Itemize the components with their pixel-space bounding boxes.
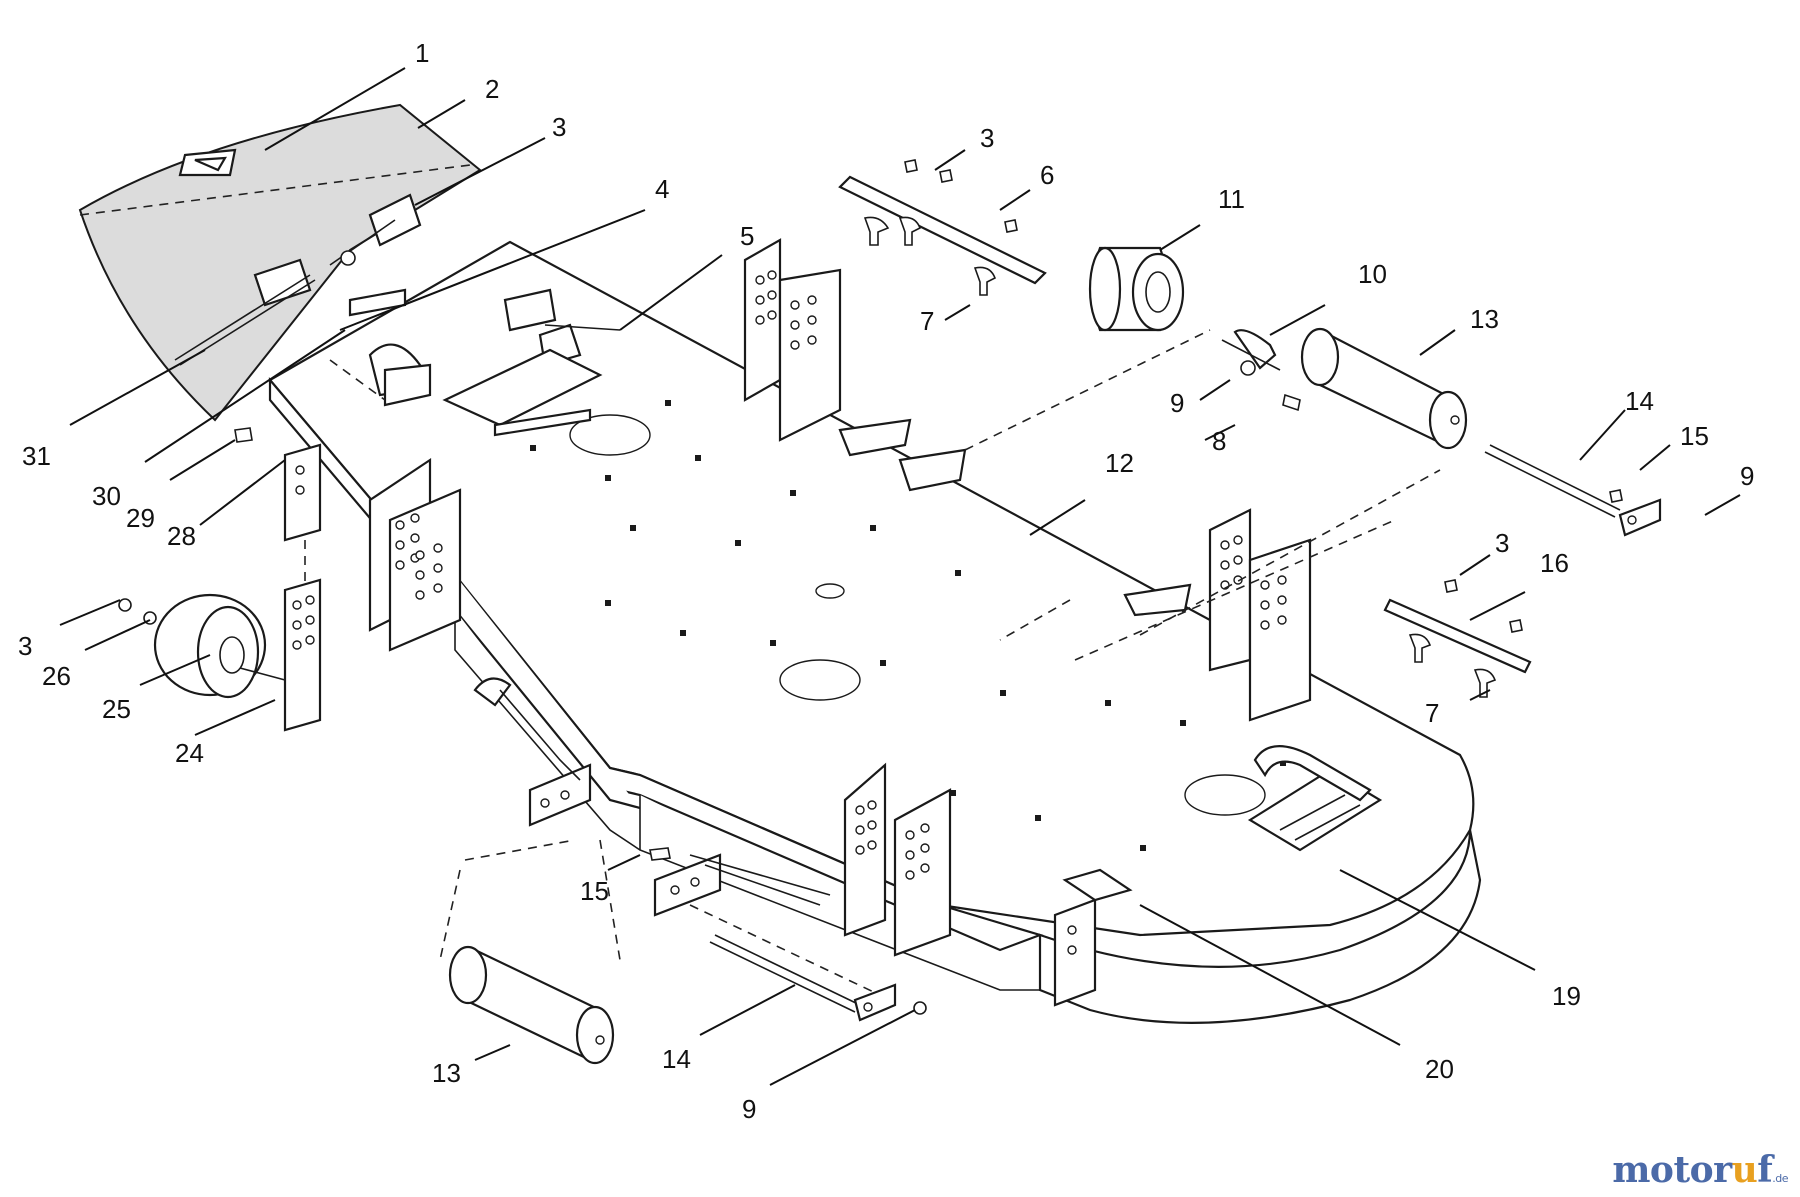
callout-leaders [59,67,1741,1086]
height-bracket-front-right [843,762,952,957]
axle-14-upper [1484,444,1662,537]
callout-2: 2 [485,74,499,104]
front-mount-brackets [528,763,1097,1007]
watermark-part2: u [1731,1149,1758,1191]
roller-11 [1088,246,1185,332]
callout-labels: 1 2 3 4 5 3 6 11 10 13 14 15 9 3 16 7 9 … [18,38,1754,1124]
callout-30: 30 [92,481,121,511]
callout-3-right: 3 [1495,528,1509,558]
callout-16: 16 [1540,548,1569,578]
roller-13-lower [448,945,615,1065]
exploded-view-dashed-lines [304,329,1441,996]
callout-10: 10 [1358,259,1387,289]
callout-8: 8 [1212,426,1226,456]
deck-handle-rails [473,677,831,906]
baffle-plate-6 [838,159,1047,296]
motoruf-watermark: motoruf.de [1612,1149,1788,1191]
callout-15-upper: 15 [1680,421,1709,451]
decal-plates [1062,745,1383,902]
height-bracket-rear-left [743,238,967,492]
callout-14-lower: 14 [662,1044,691,1074]
callout-4: 4 [655,174,669,204]
pivot-brackets [442,288,621,437]
caster-wheel-assembly [118,578,322,732]
callout-9-mid: 9 [1170,388,1184,418]
discharge-chute [78,103,482,422]
mount-bracket-10 [1221,329,1301,412]
callout-28: 28 [167,521,196,551]
callout-9-right: 9 [1740,461,1754,491]
height-bracket-rear-right [1123,508,1312,722]
callout-25: 25 [102,694,131,724]
axle-14-lower [709,934,927,1022]
callout-24: 24 [175,738,204,768]
watermark-part1: motor [1612,1149,1732,1191]
height-bracket-front-left [368,457,462,652]
callout-7-top: 7 [920,306,934,336]
callout-3: 3 [552,112,566,142]
watermark-tld: .de [1772,1172,1788,1185]
callout-13-upper: 13 [1470,304,1499,334]
callout-26: 26 [42,661,71,691]
watermark-part3: f [1757,1149,1773,1191]
deck-bolt-holes [505,385,1286,851]
small-bolts [234,427,671,861]
callout-31: 31 [22,441,51,471]
caster-mount-bracket [283,443,322,542]
chute-hinge-assembly [174,193,432,407]
callout-3-left: 3 [18,631,32,661]
baffle-plate-16 [1383,579,1532,698]
callout-20: 20 [1425,1054,1454,1084]
callout-12: 12 [1105,448,1134,478]
callout-3b: 3 [980,123,994,153]
callout-11: 11 [1218,184,1245,214]
callout-5: 5 [740,221,754,251]
callout-9-lower: 9 [742,1094,756,1124]
callout-7-right: 7 [1425,698,1439,728]
callout-19: 19 [1552,981,1581,1011]
callout-15-lower: 15 [580,876,609,906]
callout-1: 1 [415,38,429,68]
callout-6: 6 [1040,160,1054,190]
roller-13-upper [1300,327,1468,450]
callout-29: 29 [126,503,155,533]
callout-14-upper: 14 [1625,386,1654,416]
callout-13-lower: 13 [432,1058,461,1088]
